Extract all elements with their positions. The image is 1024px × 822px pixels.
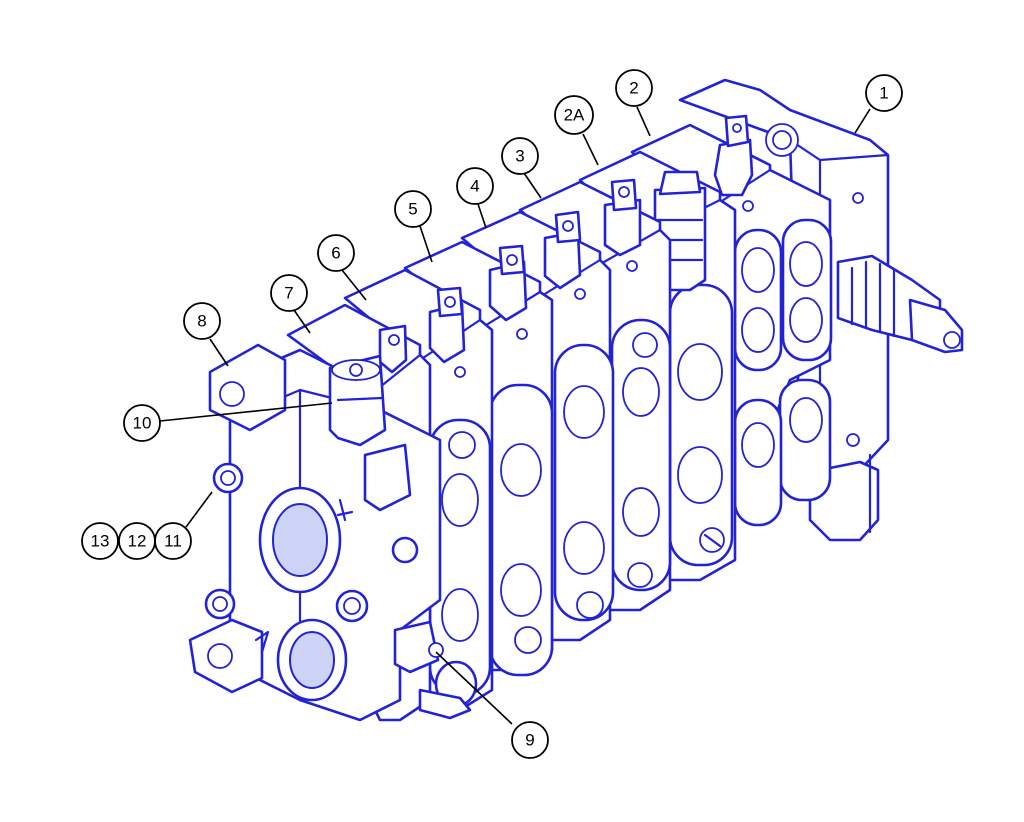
leader-9: [435, 651, 513, 725]
leader-lines: [159, 106, 871, 725]
inlet-housing: [678, 78, 964, 542]
callout-8: 8: [183, 302, 221, 340]
leader-2: [636, 106, 651, 137]
callout-10: 10: [123, 404, 161, 442]
leader-6: [341, 269, 367, 301]
leader-1: [854, 108, 871, 134]
callout-label: 13: [91, 532, 110, 551]
callout-label: 1: [879, 84, 888, 103]
callout-label: 10: [133, 414, 152, 433]
callout-12: 12: [118, 522, 156, 560]
outlet-end-cover: [188, 343, 478, 722]
leader-11: [185, 491, 213, 528]
callout-label: 12: [128, 532, 147, 551]
leader-3: [523, 172, 542, 199]
leader-5: [419, 225, 433, 263]
callout-4: 4: [456, 167, 494, 205]
callout-3: 3: [501, 137, 539, 175]
leader-10: [159, 402, 333, 422]
leader-4: [477, 203, 487, 229]
callout-9: 9: [511, 721, 549, 759]
callout-label: 5: [408, 200, 417, 219]
callout-label: 8: [197, 312, 206, 331]
callout-label: 11: [164, 532, 182, 551]
callout-6: 6: [317, 234, 355, 272]
leader-8: [209, 338, 229, 367]
callout-1: 1: [865, 74, 903, 112]
callout-label: 4: [470, 177, 479, 196]
callout-7: 7: [270, 274, 308, 312]
callout-13: 13: [81, 522, 119, 560]
callout-label: 9: [525, 731, 534, 750]
callout-label: 6: [331, 244, 340, 263]
callout-11: 11: [154, 522, 192, 560]
callout-label: 2A: [564, 106, 585, 125]
callout-label: 3: [515, 147, 524, 166]
callouts: 1 2 2A 3 4 5 6 7 8 9 10 11 12 13: [81, 69, 903, 759]
callout-5: 5: [394, 190, 432, 228]
leader-2a: [582, 133, 599, 166]
leader-7: [293, 309, 311, 334]
callout-2: 2: [615, 69, 653, 107]
callout-label: 7: [284, 284, 293, 303]
callout-2a: 2A: [554, 95, 594, 135]
callout-label: 2: [629, 79, 638, 98]
valve-drawing: [188, 78, 964, 722]
